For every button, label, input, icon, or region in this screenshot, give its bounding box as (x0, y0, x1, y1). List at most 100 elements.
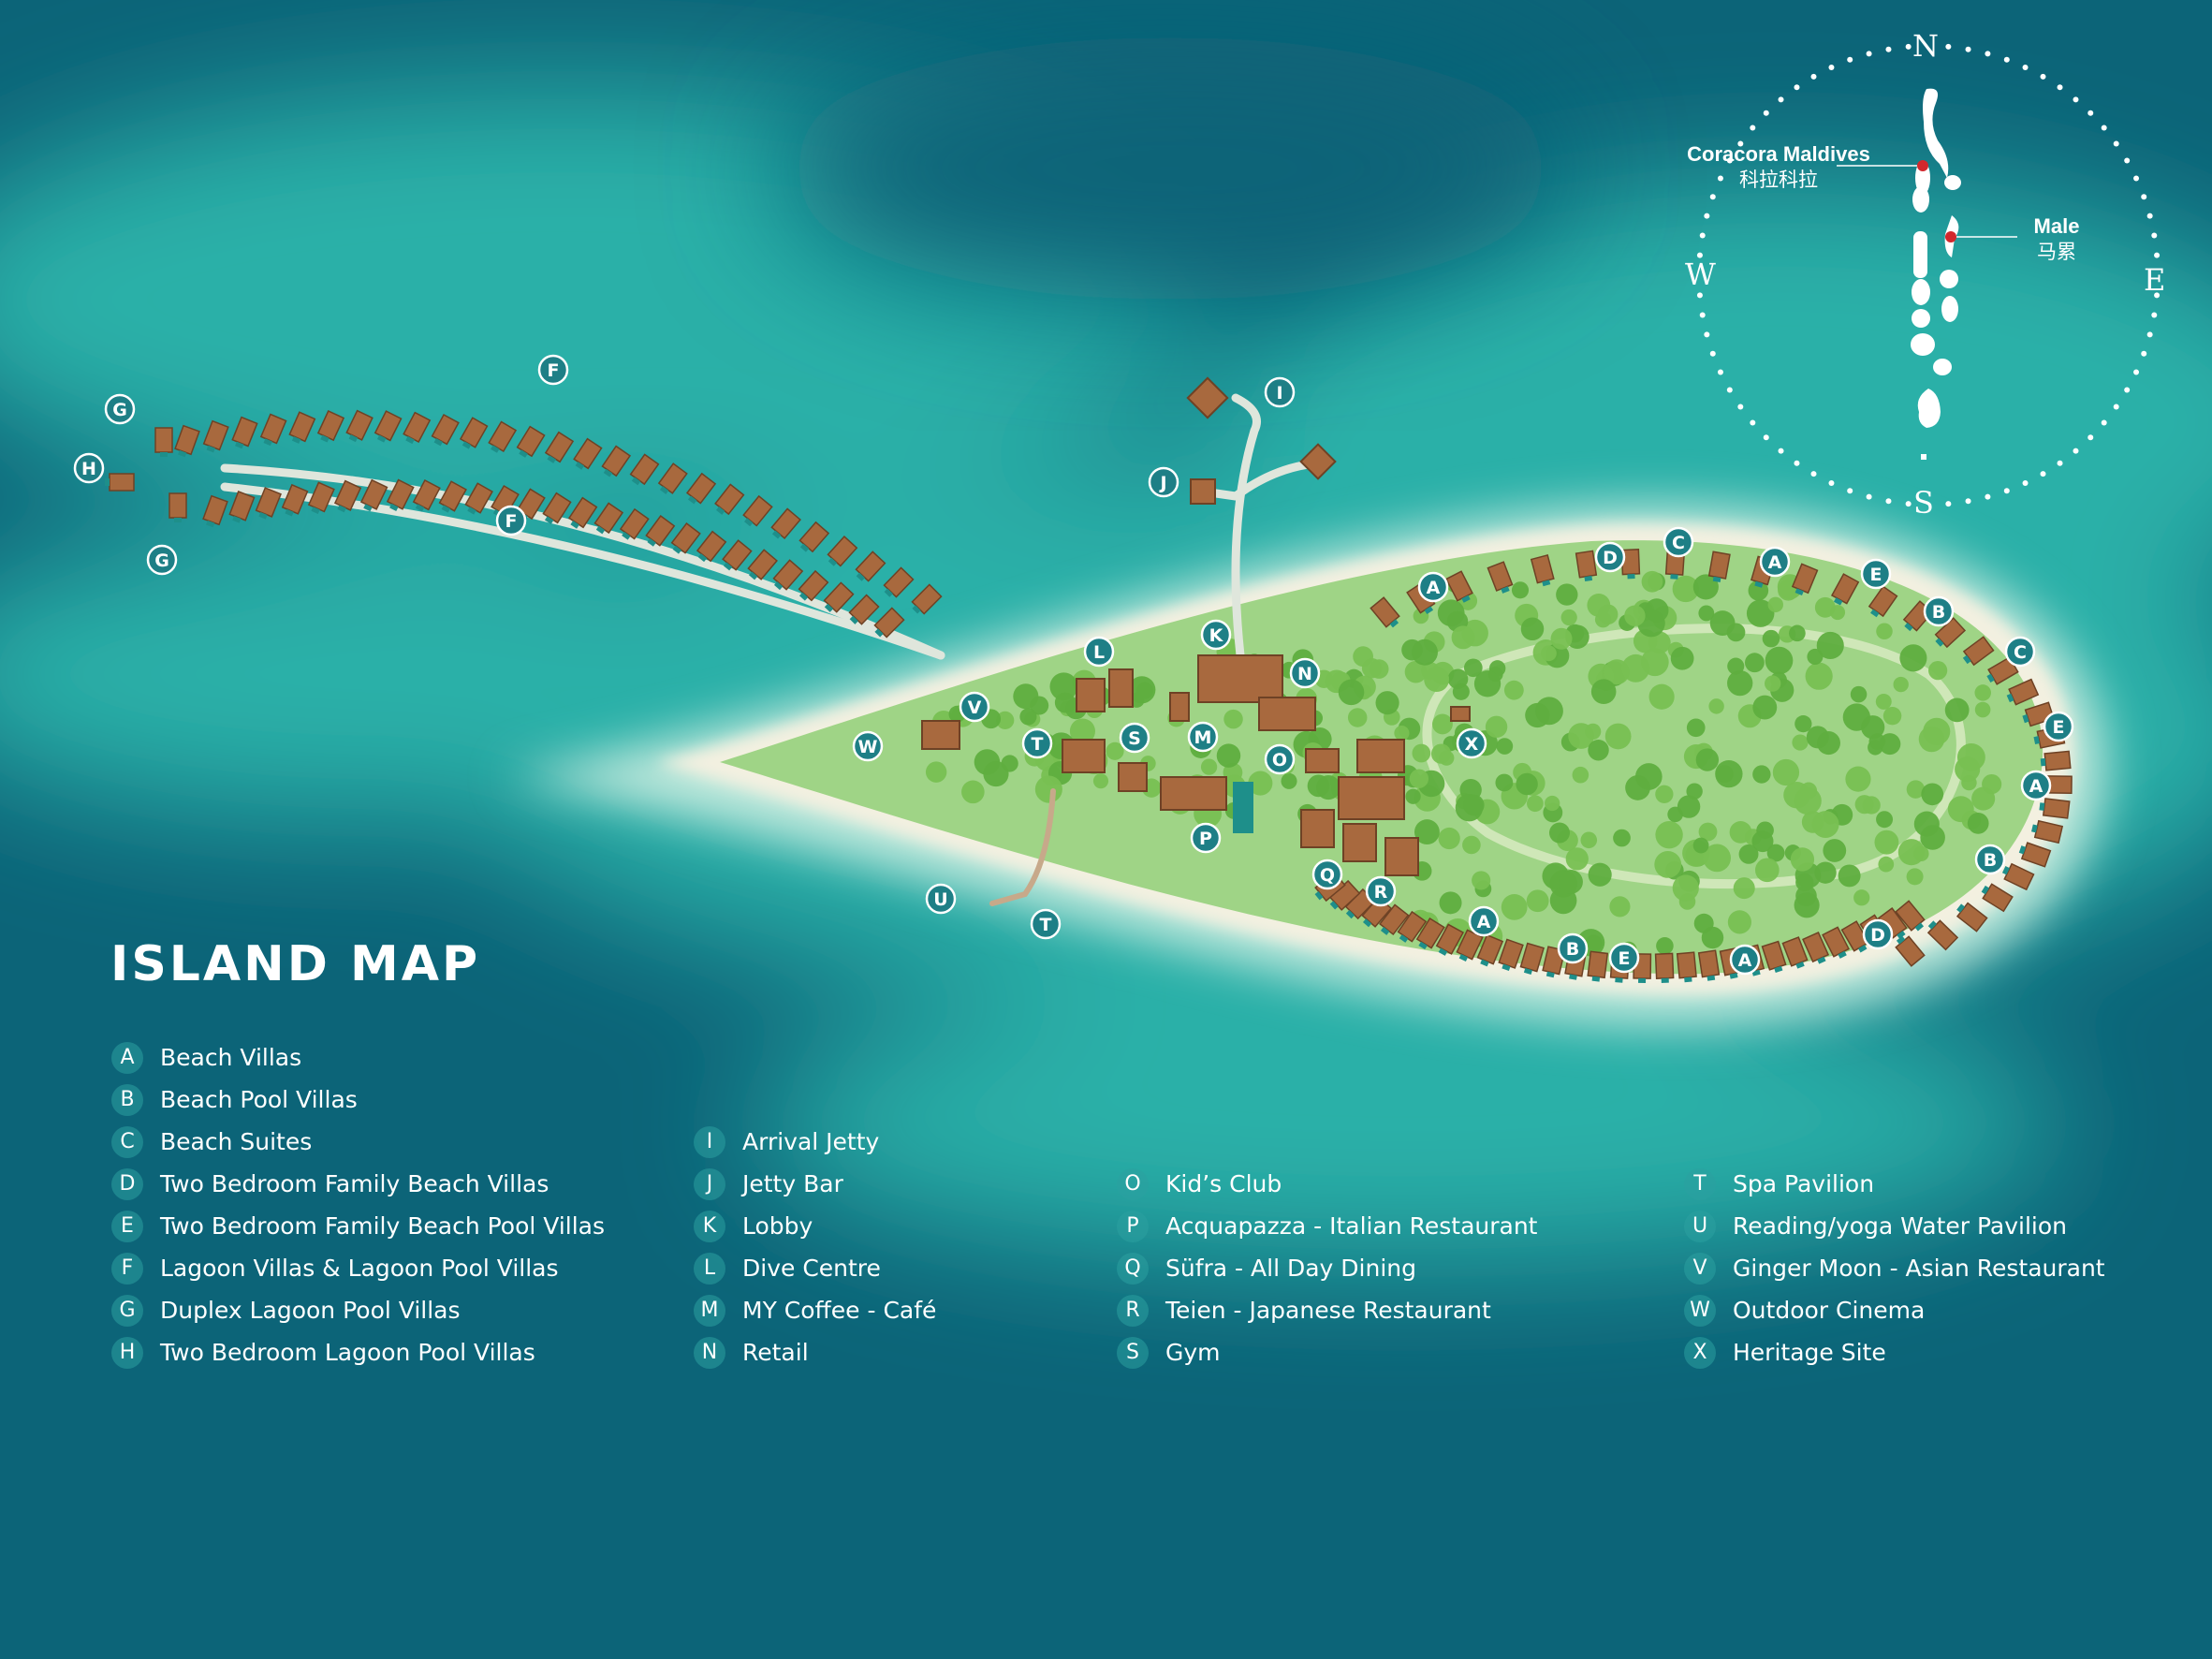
map-marker-m[interactable]: M (1187, 721, 1219, 753)
tree (1698, 605, 1715, 622)
legend-key-badge: T (1684, 1167, 1716, 1200)
compass-dot (1750, 125, 1756, 131)
map-marker-p[interactable]: P (1190, 822, 1222, 854)
tree (1248, 771, 1273, 796)
map-marker-h[interactable]: H (73, 452, 105, 484)
tree (1752, 695, 1778, 720)
villa (431, 413, 460, 447)
map-marker-b[interactable]: B (1557, 932, 1589, 964)
villa (1761, 940, 1787, 974)
map-marker-i[interactable]: I (1264, 376, 1296, 408)
map-marker-b[interactable]: B (1974, 844, 2006, 875)
map-marker-s[interactable]: S (1119, 722, 1150, 754)
legend-key-badge: M (694, 1294, 725, 1327)
legend-key-badge: A (111, 1041, 143, 1074)
marker-label: F (505, 511, 518, 532)
villa (2006, 678, 2040, 706)
map-marker-e[interactable]: E (1608, 942, 1640, 974)
tree (1625, 775, 1650, 800)
legend-key-badge: Q (1117, 1252, 1149, 1285)
villa (2031, 819, 2064, 844)
map-marker-d[interactable]: D (1594, 541, 1626, 573)
map-marker-c[interactable]: C (2004, 636, 2036, 668)
villa (516, 425, 546, 458)
tree (1790, 847, 1815, 872)
tree (1913, 845, 1929, 862)
marker-label: S (1128, 728, 1141, 749)
villa (281, 483, 309, 517)
tree (1752, 765, 1771, 784)
legend-label: Lobby (742, 1212, 813, 1240)
map-marker-t[interactable]: T (1030, 908, 1062, 940)
marker-label: E (2053, 717, 2065, 738)
legend-label: Kid’s Club (1165, 1170, 1282, 1197)
legend-label: Retail (742, 1339, 809, 1366)
tree (1703, 844, 1732, 873)
villa (544, 431, 575, 463)
map-marker-f[interactable]: F (537, 354, 569, 386)
map-marker-e[interactable]: E (2043, 711, 2074, 742)
villa (459, 417, 489, 449)
villa (403, 411, 432, 445)
tree (1526, 889, 1549, 913)
compass-dot (1717, 369, 1723, 375)
map-marker-u[interactable]: U (925, 883, 957, 915)
compass-dot (2151, 232, 2158, 239)
tree (1281, 772, 1297, 789)
marker-label: A (1477, 912, 1491, 932)
map-marker-f[interactable]: F (495, 505, 527, 536)
map-marker-a[interactable]: A (1759, 546, 1791, 578)
villa (333, 479, 362, 513)
map-marker-t[interactable]: T (1021, 727, 1053, 759)
tree (1439, 891, 1462, 915)
tree (1106, 741, 1124, 760)
tree (1560, 609, 1577, 626)
map-marker-k[interactable]: K (1200, 619, 1232, 651)
map-marker-d[interactable]: D (1862, 918, 1894, 950)
tree (1604, 723, 1632, 750)
compass-dot (1847, 488, 1853, 494)
villa (288, 411, 316, 444)
map-marker-c[interactable]: C (1663, 526, 1694, 558)
map-marker-o[interactable]: O (1264, 743, 1296, 775)
tree (1727, 669, 1753, 697)
map-marker-q[interactable]: Q (1311, 859, 1343, 890)
map-marker-l[interactable]: L (1083, 636, 1115, 668)
map-marker-g[interactable]: G (146, 544, 178, 576)
legend-label: Jetty Bar (742, 1170, 843, 1197)
map-marker-a[interactable]: A (1417, 571, 1449, 603)
map-marker-w[interactable]: W (852, 730, 884, 762)
pool (1233, 782, 1253, 833)
map-marker-a[interactable]: A (1468, 905, 1500, 937)
villa (1654, 952, 1675, 983)
villa (1519, 942, 1545, 975)
map-marker-b[interactable]: B (1923, 595, 1955, 627)
legend-label: Beach Villas (160, 1044, 302, 1071)
villa (231, 416, 258, 449)
villa (2001, 862, 2035, 891)
map-marker-j[interactable]: J (1148, 466, 1179, 498)
villa (1697, 949, 1721, 981)
map-marker-r[interactable]: R (1365, 875, 1397, 907)
tree (1729, 821, 1752, 844)
tree (1648, 683, 1675, 710)
map-marker-a[interactable]: A (2020, 770, 2052, 801)
compass-dot (1717, 175, 1723, 182)
map-marker-n[interactable]: N (1289, 657, 1321, 689)
villa (601, 445, 632, 477)
map-marker-e[interactable]: E (1860, 558, 1892, 590)
tree (1928, 660, 1948, 681)
compass-dot (1699, 232, 1706, 239)
villa (202, 419, 229, 453)
map-marker-g[interactable]: G (104, 393, 136, 425)
tree (1709, 610, 1736, 637)
villa (154, 427, 173, 457)
map-marker-a[interactable]: A (1729, 944, 1761, 976)
map-marker-v[interactable]: V (959, 691, 990, 723)
map-marker-x[interactable]: X (1456, 727, 1487, 759)
tree (1876, 623, 1893, 640)
tree (1806, 726, 1829, 749)
